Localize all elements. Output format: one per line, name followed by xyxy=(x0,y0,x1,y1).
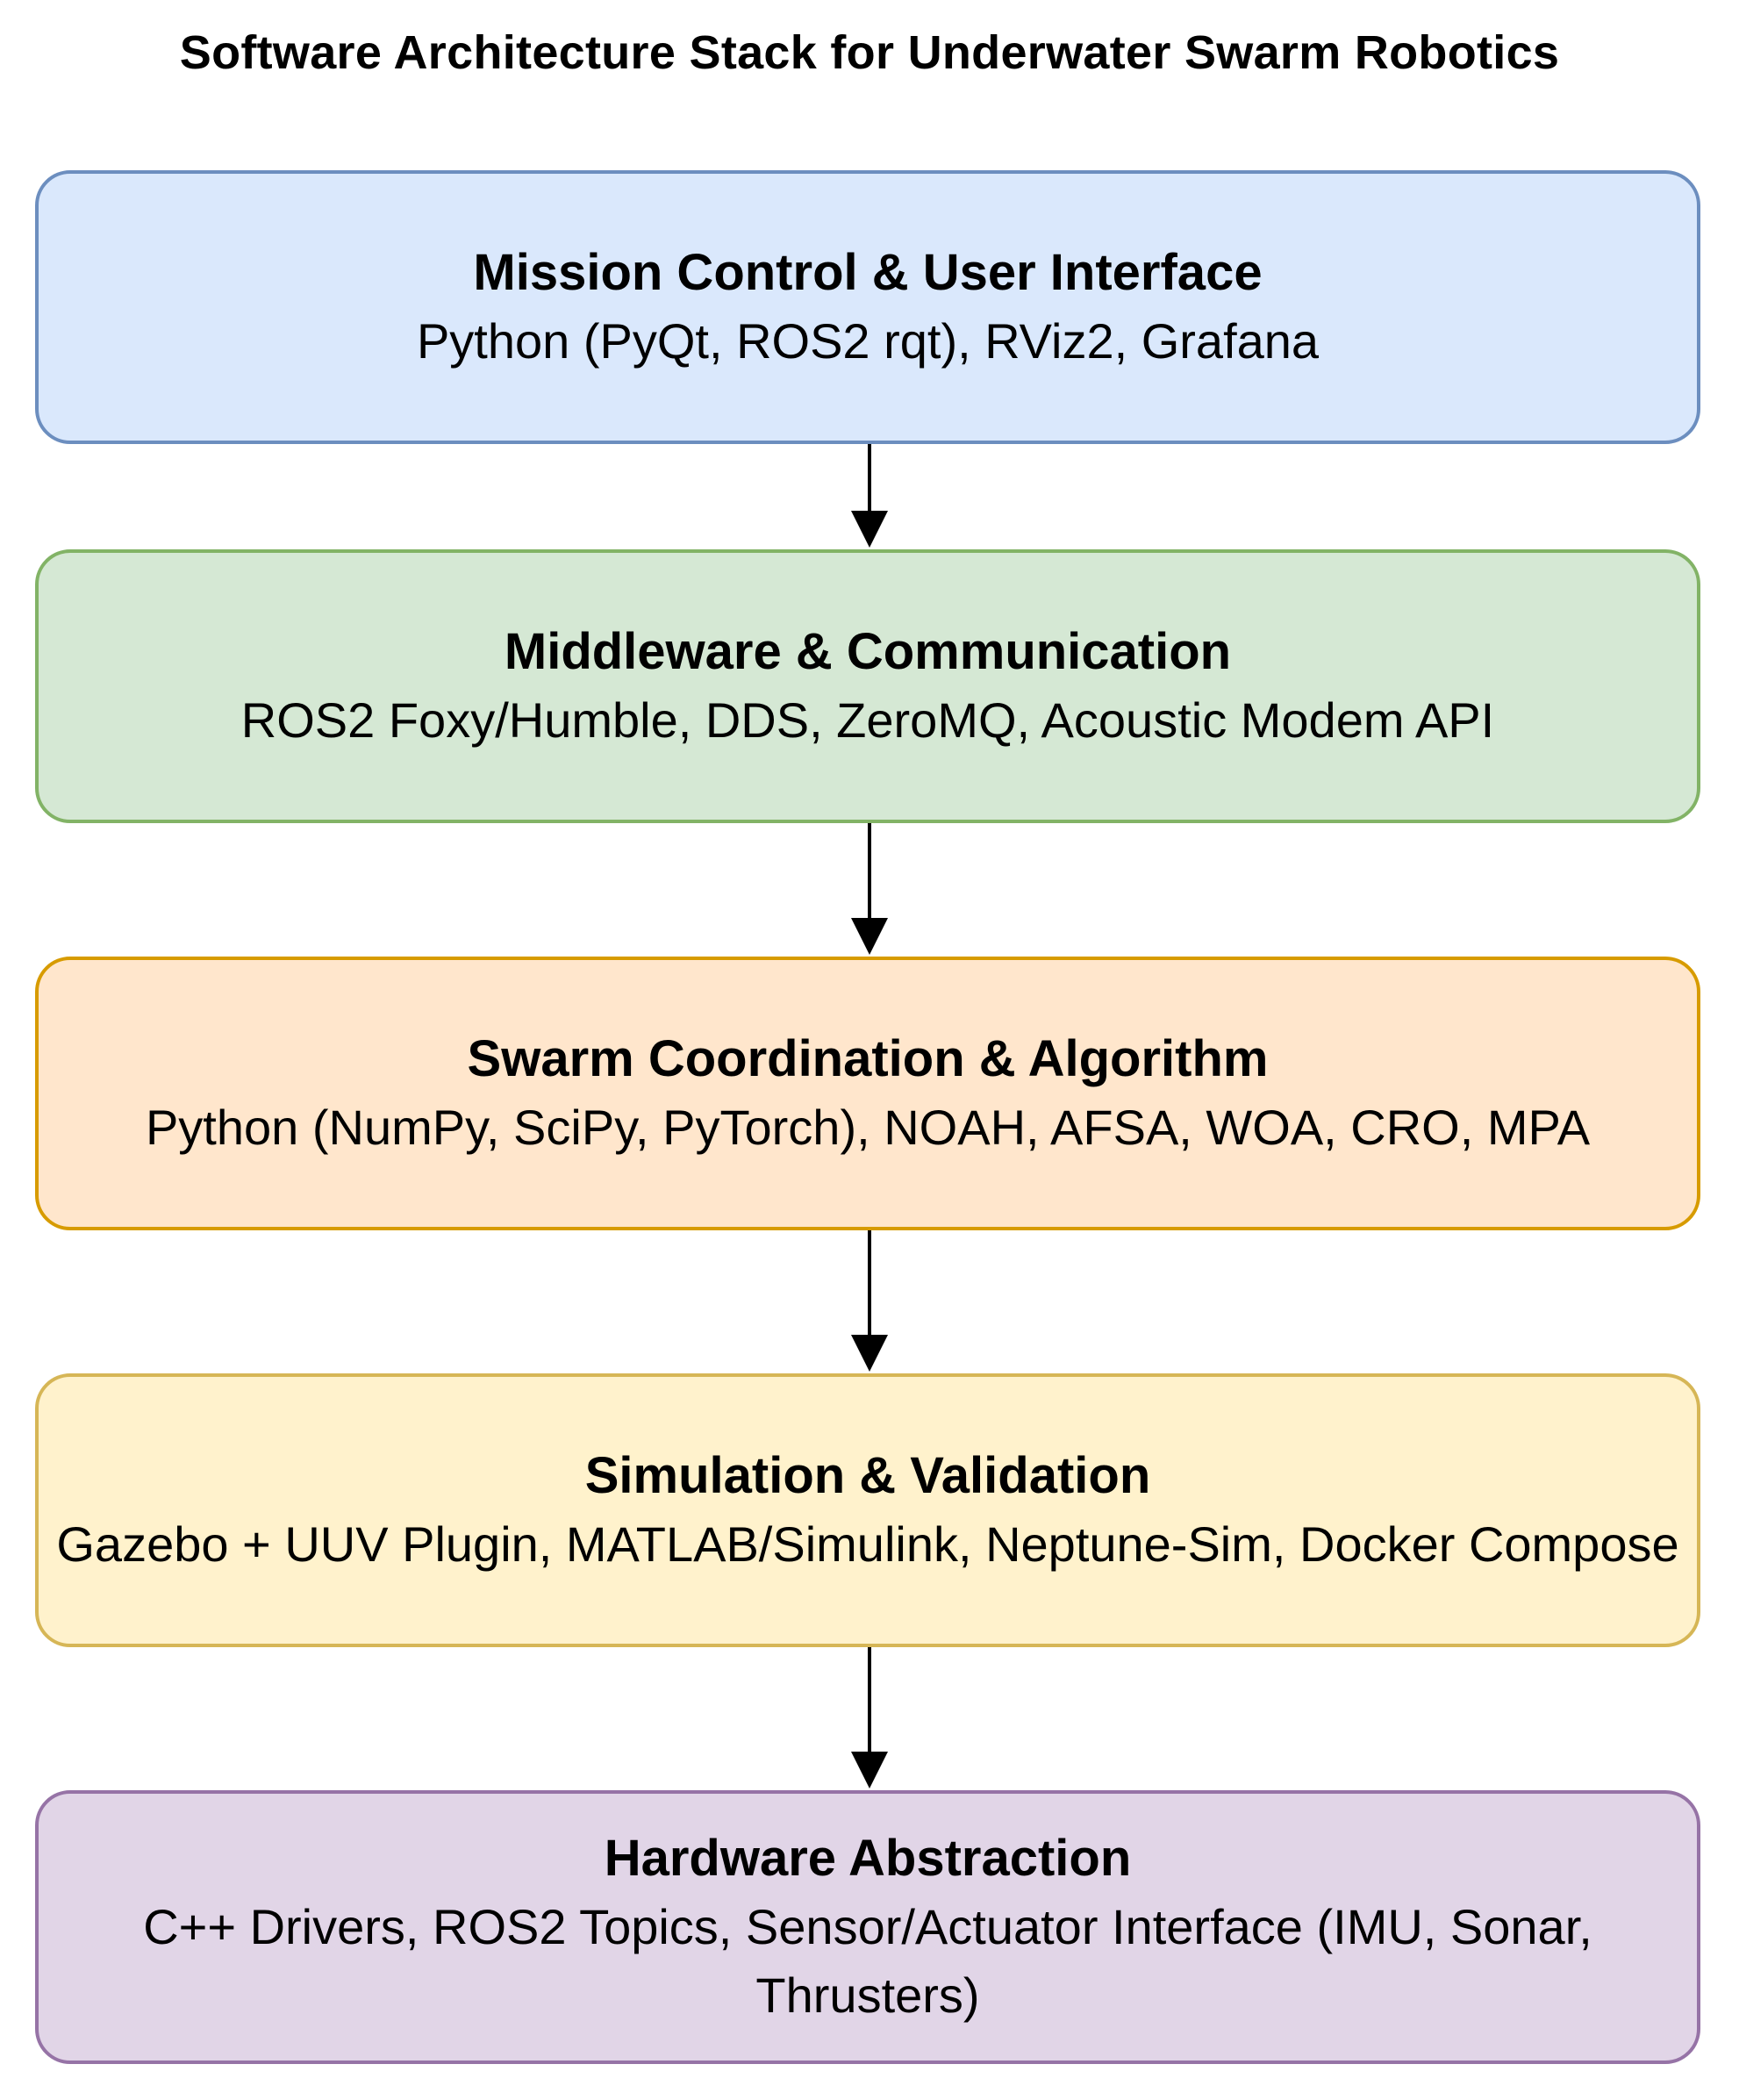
diagram-title: Software Architecture Stack for Underwat… xyxy=(179,26,1560,79)
layer-title: Swarm Coordination & Algorithm xyxy=(467,1030,1269,1087)
layer-technologies: ROS2 Foxy/Humble, DDS, ZeroMQ, Acoustic … xyxy=(240,692,1495,748)
layer-middleware: Middleware & Communication ROS2 Foxy/Hum… xyxy=(35,549,1700,823)
layer-hardware-abstraction: Hardware Abstraction C++ Drivers, ROS2 T… xyxy=(35,1790,1700,2064)
layer-technologies: C++ Drivers, ROS2 Topics, Sensor/Actuato… xyxy=(143,1899,1592,2023)
arrow-middleware-to-swarm xyxy=(851,823,888,955)
arrow-simulation-to-hardware xyxy=(851,1647,888,1788)
layer-technologies: Python (NumPy, SciPy, PyTorch), NOAH, AF… xyxy=(145,1100,1591,1155)
layer-swarm-coordination: Swarm Coordination & Algorithm Python (N… xyxy=(35,957,1700,1230)
layer-title: Mission Control & User Interface xyxy=(473,244,1263,301)
layer-technologies: Gazebo + UUV Plugin, MATLAB/Simulink, Ne… xyxy=(56,1516,1679,1572)
layer-mission-control: Mission Control & User Interface Python … xyxy=(35,170,1700,444)
layer-title: Hardware Abstraction xyxy=(604,1830,1132,1887)
layer-technologies: Python (PyQt, ROS2 rqt), RViz2, Grafana xyxy=(416,313,1320,369)
arrow-swarm-to-simulation xyxy=(851,1230,888,1372)
arrow-mission-to-middleware xyxy=(851,444,888,548)
layer-simulation: Simulation & Validation Gazebo + UUV Plu… xyxy=(35,1373,1700,1647)
layer-title: Simulation & Validation xyxy=(584,1447,1151,1504)
layer-title: Middleware & Communication xyxy=(504,623,1232,680)
